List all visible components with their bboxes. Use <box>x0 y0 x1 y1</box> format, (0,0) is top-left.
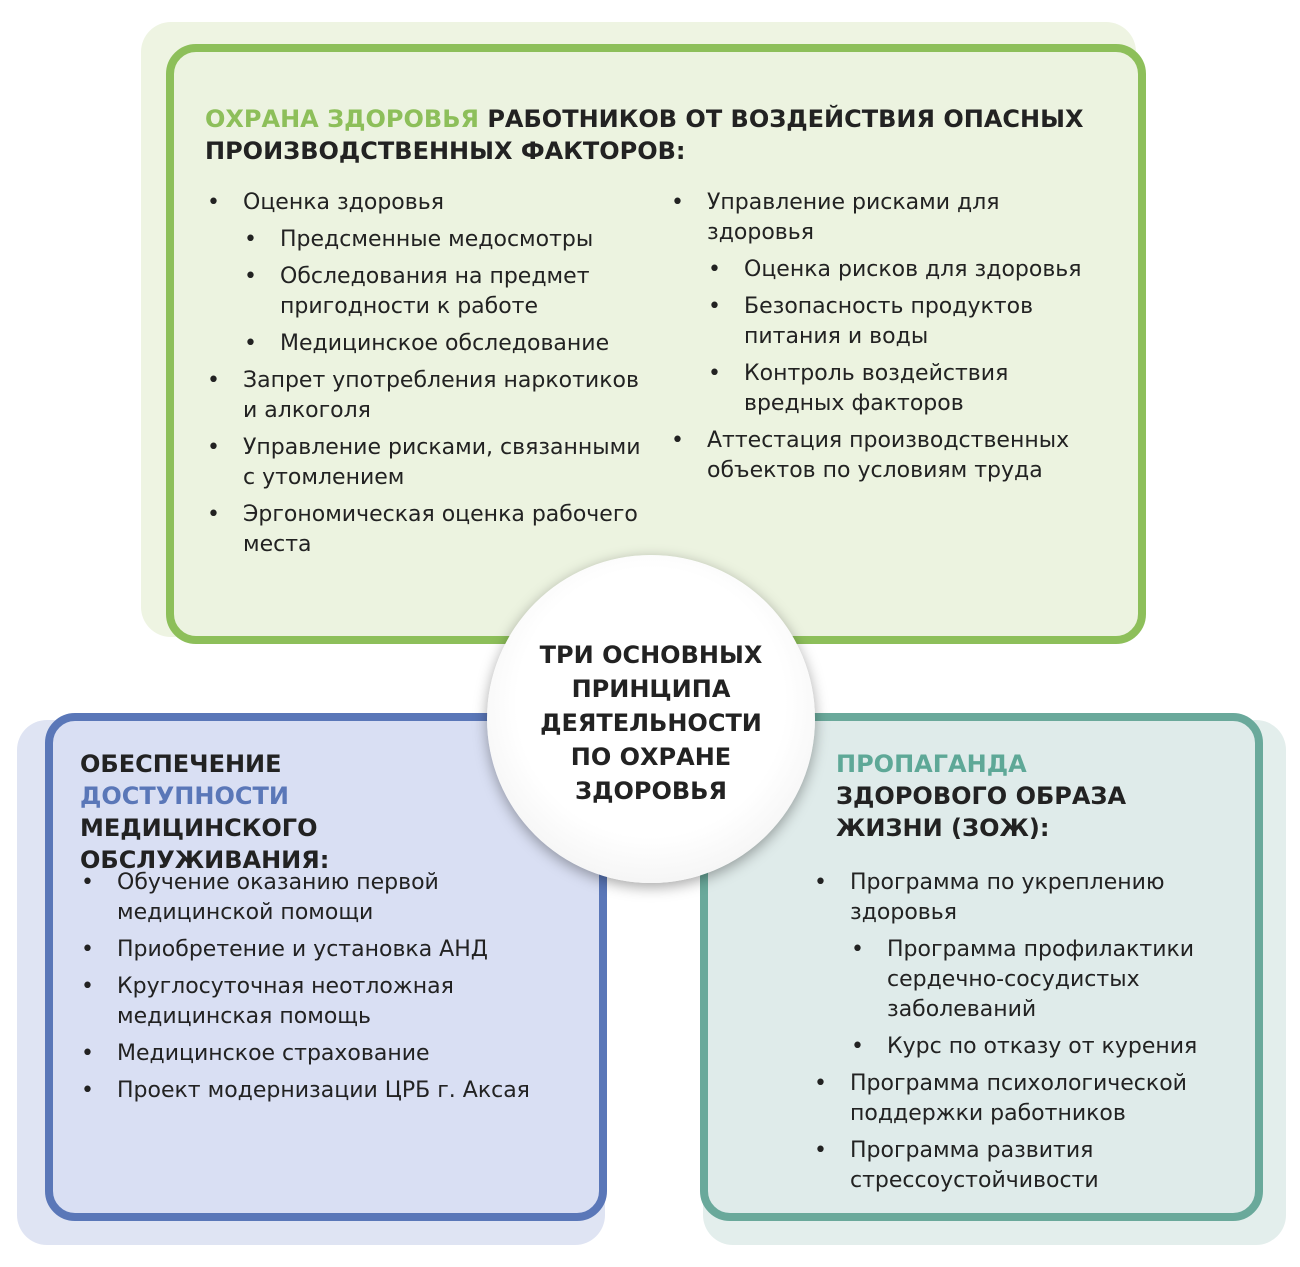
title-rest: МЕДИЦИНСКОГО ОБСЛУЖИВАНИЯ: <box>80 814 330 874</box>
list-item: Проект модернизации ЦРБ г. Аксая <box>81 1076 537 1106</box>
title-start: ОБЕСПЕЧЕНИЕ <box>80 750 282 778</box>
health-protection-list-left: Оценка здоровьяПредсменные медосмотрыОбс… <box>207 188 643 567</box>
sub-list-item: Курс по отказу от курения <box>851 1032 1220 1062</box>
sub-list-item: Обследования на предмет пригодности к ра… <box>244 262 643 322</box>
list-item: Круглосуточная неотложная медицинская по… <box>81 972 537 1032</box>
title-rest: ЗДОРОВОГО ОБРАЗА ЖИЗНИ (ЗОЖ): <box>836 782 1127 842</box>
list-item: Управление рисками для здоровьяОценка ри… <box>671 188 1097 419</box>
title-rest: РАБОТНИКОВ ОТ ВОЗДЕЙСТВИЯ ОПАСНЫХ ПРОИЗВ… <box>205 105 1084 165</box>
list-item: Программа развития стрессоустойчивости <box>814 1136 1220 1196</box>
sub-list: Программа профилактики сердечно-сосудист… <box>850 935 1220 1062</box>
title-highlight: ОХРАНА ЗДОРОВЬЯ <box>205 105 479 133</box>
list-item-text: Обучение оказанию первой медицинской пом… <box>117 870 439 925</box>
sub-list-item: Медицинское обследование <box>244 329 643 359</box>
list-item-text: Медицинское страхование <box>117 1041 430 1066</box>
list-item: Обучение оказанию первой медицинской пом… <box>81 868 537 928</box>
list-item: Приобретение и установка АНД <box>81 935 537 965</box>
list-item-text: Управление рисками для здоровья <box>707 190 1000 245</box>
list-item: Медицинское страхование <box>81 1039 537 1069</box>
list-item-text: Управление рисками, связанными с утомлен… <box>243 435 641 490</box>
list-item: Запрет употребления наркотиков и алкогол… <box>207 366 643 426</box>
list-item: Оценка здоровьяПредсменные медосмотрыОбс… <box>207 188 643 359</box>
title-highlight: ПРОПАГАНДА <box>836 750 1027 778</box>
list-item: Программа по укреплению здоровьяПрограмм… <box>814 868 1220 1062</box>
list-item-text: Запрет употребления наркотиков и алкогол… <box>243 368 639 423</box>
sub-list-item: Программа профилактики сердечно-сосудист… <box>851 935 1220 1025</box>
list-item-text: Приобретение и установка АНД <box>117 937 488 962</box>
healthy-lifestyle-title: ПРОПАГАНДА ЗДОРОВОГО ОБРАЗА ЖИЗНИ (ЗОЖ): <box>836 748 1196 844</box>
health-protection-list-right: Управление рисками для здоровьяОценка ри… <box>671 188 1097 493</box>
list-item: Управление рисками, связанными с утомлен… <box>207 433 643 493</box>
healthy-lifestyle-list: Программа по укреплению здоровьяПрограмм… <box>814 868 1220 1203</box>
list-item-text: Эргономическая оценка рабочего места <box>243 502 638 557</box>
sub-list: Оценка рисков для здоровьяБезопасность п… <box>707 255 1097 419</box>
sub-list-item: Оценка рисков для здоровья <box>708 255 1097 285</box>
list-item: Аттестация производственных объектов по … <box>671 426 1097 486</box>
list-item-text: Проект модернизации ЦРБ г. Аксая <box>117 1078 530 1103</box>
center-label: ТРИ ОСНОВНЫХ ПРИНЦИПА ДЕЯТЕЛЬНОСТИ ПО ОХ… <box>539 641 763 805</box>
sub-list: Предсменные медосмотрыОбследования на пр… <box>243 225 643 359</box>
list-item-text: Программа по укреплению здоровья <box>850 870 1165 925</box>
list-item-text: Оценка здоровья <box>243 190 444 215</box>
medical-access-title: ОБЕСПЕЧЕНИЕ ДОСТУПНОСТИ МЕДИЦИНСКОГО ОБС… <box>80 748 480 876</box>
medical-access-list: Обучение оказанию первой медицинской пом… <box>81 868 537 1113</box>
title-highlight: ДОСТУПНОСТИ <box>80 782 289 810</box>
sub-list-item: Безопасность продуктов питания и воды <box>708 292 1097 352</box>
list-item-text: Программа психологической поддержки рабо… <box>850 1071 1187 1126</box>
center-circle: ТРИ ОСНОВНЫХ ПРИНЦИПА ДЕЯТЕЛЬНОСТИ ПО ОХ… <box>487 555 815 883</box>
list-item-text: Круглосуточная неотложная медицинская по… <box>117 974 454 1029</box>
sub-list-item: Предсменные медосмотры <box>244 225 643 255</box>
list-item-text: Аттестация производственных объектов по … <box>707 428 1070 483</box>
health-protection-title: ОХРАНА ЗДОРОВЬЯ РАБОТНИКОВ ОТ ВОЗДЕЙСТВИ… <box>205 103 1105 167</box>
sub-list-item: Контроль воздействия вредных факторов <box>708 359 1097 419</box>
list-item: Эргономическая оценка рабочего места <box>207 500 643 560</box>
list-item-text: Программа развития стрессоустойчивости <box>850 1138 1099 1193</box>
list-item: Программа психологической поддержки рабо… <box>814 1069 1220 1129</box>
